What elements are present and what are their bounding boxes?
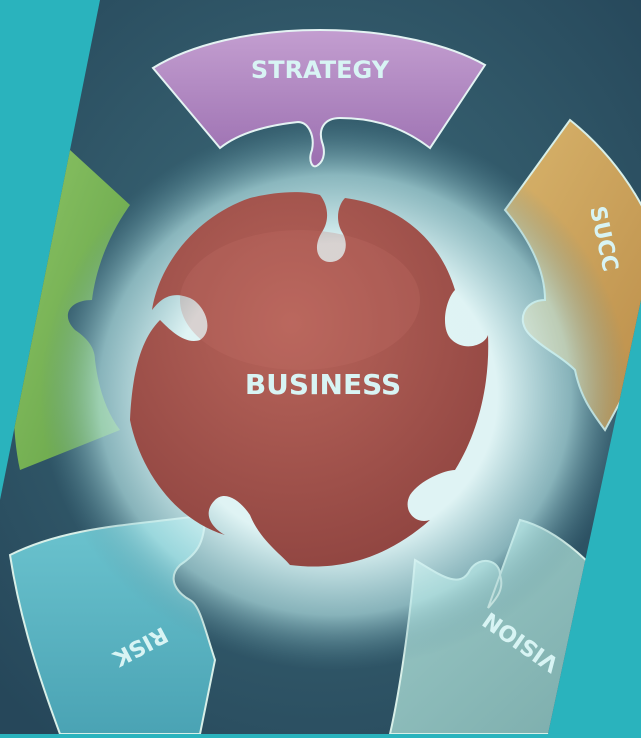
strategy-label: STRATEGY — [251, 56, 390, 84]
center-label: BUSINESS — [245, 368, 401, 401]
center-highlight — [180, 230, 420, 370]
strategy-segment — [151, 28, 487, 168]
center-segment — [130, 192, 489, 567]
